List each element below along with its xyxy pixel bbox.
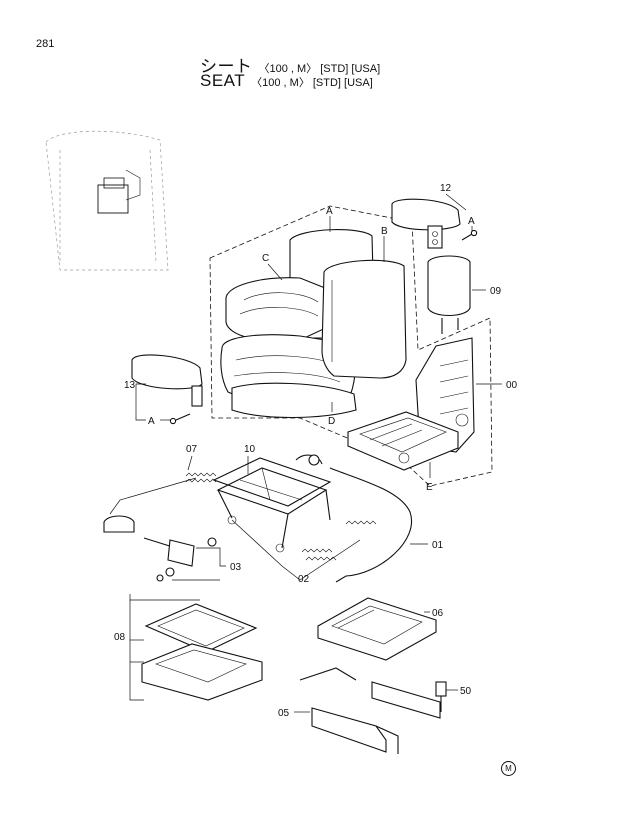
callout-A-armrest: A — [468, 216, 475, 227]
callout-B: B — [381, 226, 388, 237]
arm-rest-left-13 — [131, 354, 203, 425]
callout-09: 09 — [490, 286, 502, 297]
arm-rest-right-12 — [391, 198, 478, 249]
callout-50: 50 — [460, 686, 472, 697]
callout-A-top: A — [326, 206, 333, 217]
callout-01: 01 — [432, 540, 444, 551]
back-cushion-B — [321, 259, 407, 379]
base-plate-06 — [317, 597, 437, 661]
callout-13: 13 — [124, 380, 136, 391]
assembly-boundary-dashed — [209, 205, 493, 487]
callout-02: 02 — [298, 574, 310, 585]
page-number: 281 — [36, 38, 55, 50]
callout-C: C — [262, 253, 269, 264]
callout-07: 07 — [186, 444, 198, 455]
callout-E: E — [426, 482, 433, 493]
callout-06: 06 — [432, 608, 444, 619]
leader-lines — [109, 193, 502, 713]
seat-cushion-D — [231, 382, 357, 419]
springs-07-02 — [185, 472, 377, 561]
slide-rails-05 — [299, 667, 447, 754]
callout-labels: A B C D E 12 A 09 00 13 A 07 10 01 03 02… — [114, 183, 518, 719]
title-english: SEAT 〈100 , M〉 [STD] [USA] — [200, 71, 373, 91]
title-english-sub: 〈100 , M〉 [STD] [USA] — [251, 77, 373, 89]
callout-12: 12 — [440, 183, 452, 194]
hardware-03 — [103, 515, 217, 582]
callout-A-left: A — [148, 416, 155, 427]
corner-circle-mark: M — [501, 761, 516, 776]
slide-frames-08 — [141, 603, 263, 701]
callout-05: 05 — [278, 708, 290, 719]
title-japanese-main: シート — [200, 57, 253, 76]
callout-03: 03 — [230, 562, 242, 573]
machine-location-sketch — [45, 130, 169, 271]
cable-01 — [329, 467, 413, 583]
suspension-frame-10 — [212, 454, 332, 553]
title-japanese: シート〈100 , M〉 [STD] [USA] — [200, 52, 380, 77]
title-japanese-sub: 〈100 , M〉 [STD] [USA] — [258, 63, 381, 75]
seat-frame-00 — [347, 337, 475, 471]
callout-10: 10 — [244, 444, 256, 455]
title-english-main: SEAT — [200, 71, 246, 90]
headrest-09 — [427, 255, 471, 334]
callout-08: 08 — [114, 632, 126, 643]
callout-00: 00 — [506, 380, 518, 391]
callout-D: D — [328, 416, 335, 427]
